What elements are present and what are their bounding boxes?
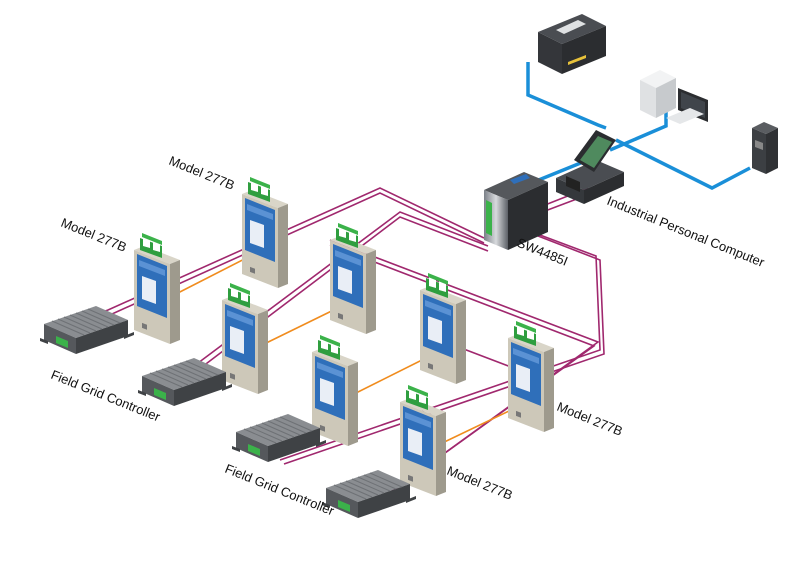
desktop-computer-icon — [640, 70, 708, 124]
server-tower-icon — [752, 122, 778, 174]
model-277b-module-icon — [242, 177, 288, 288]
label-industrial-pc: Industrial Personal Computer — [605, 193, 767, 270]
model-277b-module-icon — [222, 283, 268, 394]
field-grid-controller-icon — [137, 357, 233, 407]
industrial-pc-icon — [556, 130, 624, 204]
label-switch: SW4485I — [515, 235, 570, 269]
model-277b-module-icon — [400, 385, 446, 496]
label-model-top: Model 277B — [167, 153, 237, 193]
rs485-bus — [85, 187, 605, 505]
field-grid-controller-icon — [39, 305, 135, 355]
label-model-right: Model 277B — [555, 399, 625, 439]
label-model-left: Model 277B — [59, 215, 129, 255]
model-277b-module-icon — [134, 233, 180, 344]
ethernet-links — [513, 62, 751, 192]
model-277b-module-icon — [508, 321, 554, 432]
ethernet-switch-icon — [484, 172, 548, 250]
label-field-grid-controller-bottom: Field Grid Controller — [223, 461, 337, 519]
label-model-bottom: Model 277B — [445, 463, 515, 503]
printer-icon — [538, 14, 606, 74]
